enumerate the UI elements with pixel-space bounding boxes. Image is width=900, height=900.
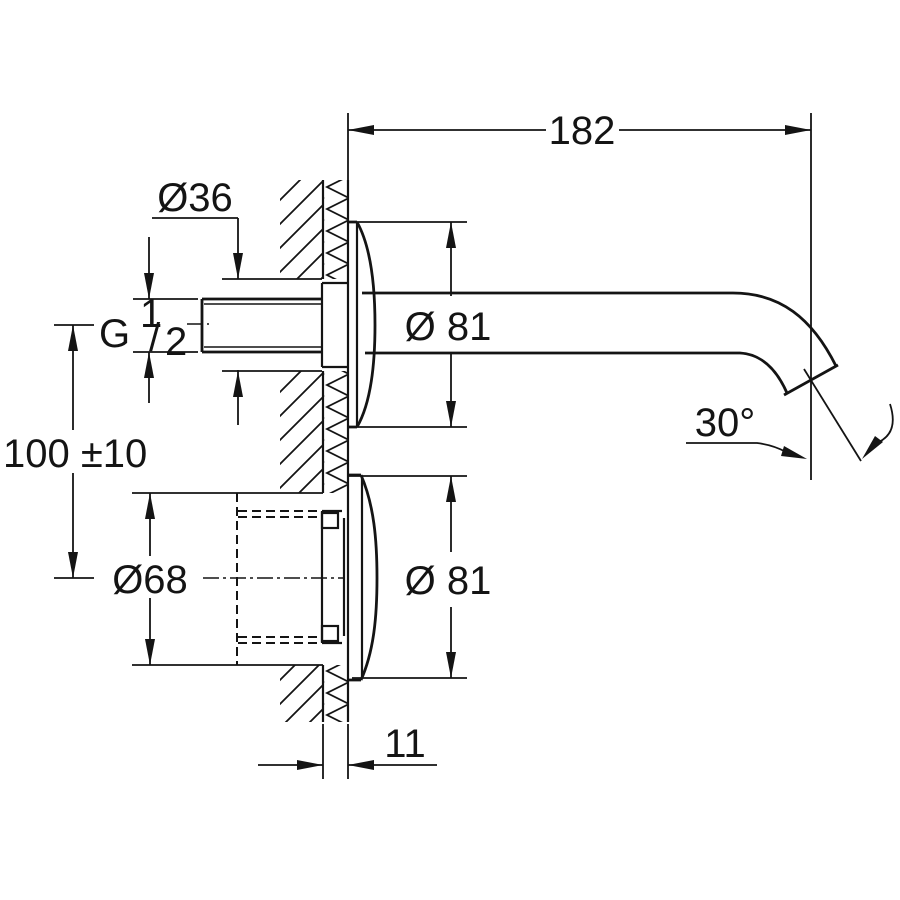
- dimension-d36: Ø36: [152, 176, 243, 425]
- angle-arc-arrow-line: [878, 403, 894, 443]
- dim-100-arrow-up: [68, 325, 78, 351]
- sensor-hole-edges: [132, 492, 323, 666]
- thread-label-sup: 1: [140, 292, 162, 336]
- dim-d36-arrow-up: [233, 371, 243, 397]
- dim-11-arrow-left: [348, 760, 374, 770]
- dim-182-arrow-left: [348, 125, 374, 135]
- dim-11-label: 11: [384, 722, 426, 766]
- thread-label-slash: /: [149, 316, 161, 360]
- dim-11-extension-lines: [322, 724, 349, 779]
- dim-11-arrow-right: [297, 760, 323, 770]
- thread-label-g: G: [99, 312, 130, 356]
- valve-clip-top: [320, 511, 340, 530]
- dim-d81-bottom-lines: [348, 475, 467, 679]
- finish-layer-hatch-top: [323, 180, 348, 279]
- dim-thread-lines: [133, 237, 198, 403]
- valve-body-outline: [320, 509, 346, 645]
- spout-bottom-outline: [365, 351, 789, 394]
- dim-thread-arrow-up: [144, 352, 154, 378]
- dimension-100: 100 ±10: [3, 324, 147, 579]
- dim-d81-top-arrow-up: [446, 222, 456, 248]
- valve-clip-bottom: [320, 624, 340, 643]
- angle-reference-line: [803, 368, 862, 462]
- concealed-body-dashed-lines: [238, 510, 322, 644]
- angle-arc-arrowhead: [862, 436, 883, 459]
- finish-layer-hatch-bottom: [323, 665, 348, 722]
- dimension-d81-top: Ø 81: [348, 221, 492, 428]
- spout-assembly: [200, 220, 839, 429]
- thread-nipple-outline: [200, 297, 322, 354]
- dim-d36-arrow-down: [233, 253, 243, 279]
- inlet-body-in-wall: [320, 281, 348, 369]
- dim-182-arrow-right: [785, 125, 811, 135]
- masonry-hatch-top: [280, 180, 323, 279]
- dim-d68-arrow-down: [145, 639, 155, 665]
- thread-label-sub: 2: [165, 320, 187, 364]
- dimension-d68: Ø68: [112, 493, 188, 665]
- rosette-bottom-edges: [348, 473, 361, 682]
- dim-182-extension-lines: [347, 113, 812, 480]
- dim-d68-label: Ø68: [112, 558, 188, 602]
- rosette-bottom-dome: [359, 474, 379, 681]
- dim-d81-bottom-arrow-down: [446, 652, 456, 678]
- rosette-top-edges: [348, 220, 357, 429]
- finish-layer-hatch-middle: [323, 371, 348, 493]
- spout-top-outline: [362, 291, 838, 367]
- dim-thread-arrow-down: [144, 273, 154, 299]
- masonry-hatch-middle: [280, 371, 323, 493]
- angle-leader-arrow: [781, 446, 807, 459]
- wall-section-hatching: [280, 180, 350, 722]
- dim-100-arrow-down: [68, 552, 78, 578]
- spout-hole-edges: [222, 278, 322, 372]
- dim-d81-bottom-label: Ø 81: [405, 559, 492, 603]
- dim-182-label: 182: [549, 109, 616, 153]
- dim-d36-label: Ø36: [157, 176, 233, 220]
- dimension-182: 182: [347, 109, 812, 480]
- dim-d81-bottom-arrow-up: [446, 476, 456, 502]
- dim-d81-top-label: Ø 81: [405, 305, 492, 349]
- dimension-d81-bottom: Ø 81: [348, 475, 492, 679]
- dim-d81-top-arrow-down: [446, 401, 456, 427]
- dimension-11: 11: [258, 722, 437, 779]
- dim-d68-arrow-up: [145, 493, 155, 519]
- dim-30deg-label: 30°: [695, 401, 756, 445]
- dim-100-lines: [54, 324, 94, 579]
- thread-root-lines: [204, 303, 322, 348]
- dimension-30deg: 30°: [686, 368, 894, 462]
- dimension-thread: G 1 / 2: [99, 237, 209, 403]
- masonry-hatch-bottom: [280, 665, 323, 722]
- sensor-assembly: [203, 473, 379, 682]
- dim-d81-top-lines: [348, 221, 467, 428]
- rosette-top-dome: [355, 221, 377, 428]
- dim-100-label: 100 ±10: [3, 432, 147, 476]
